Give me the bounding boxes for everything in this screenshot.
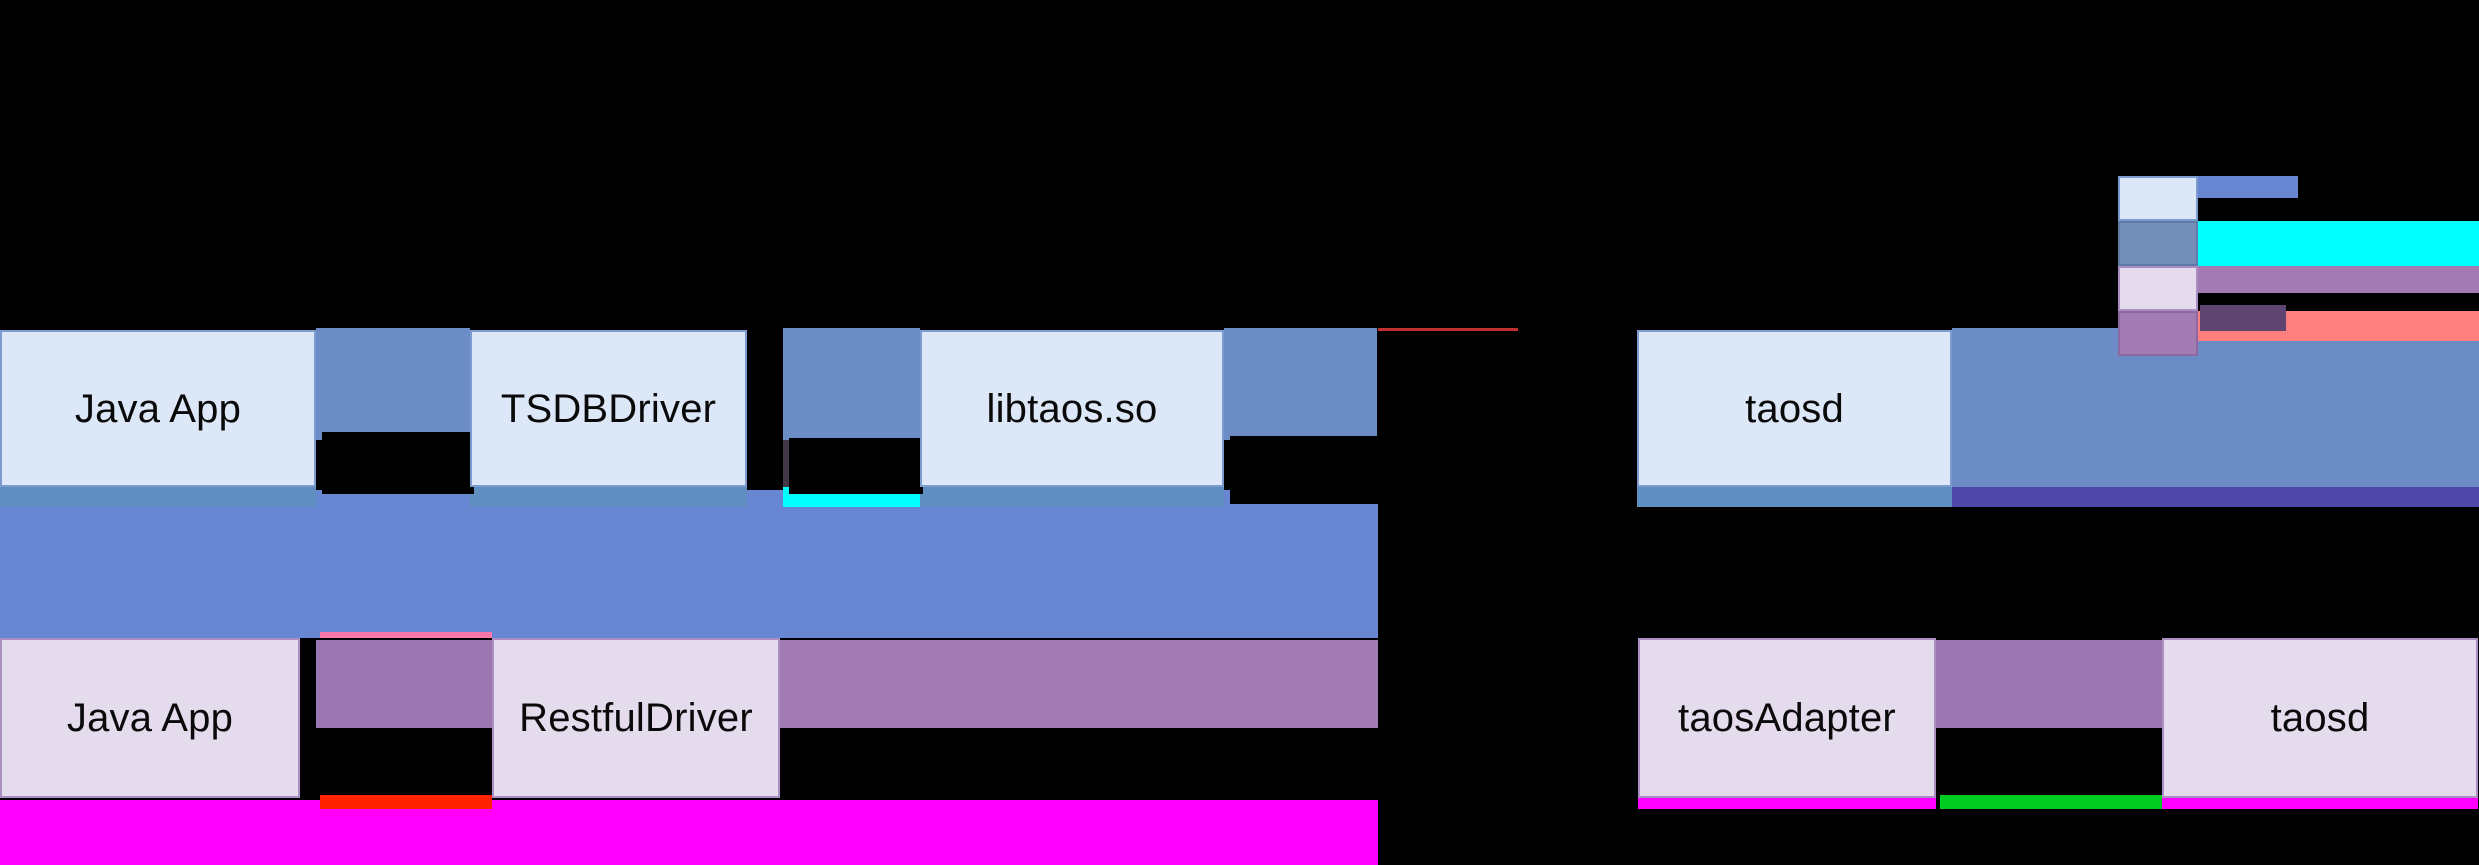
band-cornflower-main: [0, 490, 1378, 638]
java-app-rest[interactable]: Java App: [0, 638, 300, 798]
legend-item-rest-bar: [2198, 266, 2479, 293]
arrow-rest-driver-to-adapter: [786, 740, 1378, 794]
arrow-native-driver-to-lib: [789, 438, 923, 494]
band-steel-right-large: [1952, 328, 2479, 487]
legend-bar-darkplum: [2200, 305, 2286, 331]
taosd-rest-label: taosd: [2270, 696, 2370, 740]
band-orchid-mid: [1936, 640, 2162, 728]
taosd-native[interactable]: taosd: [1637, 330, 1952, 487]
band-orchid-left: [316, 640, 492, 728]
taosd-rest[interactable]: taosd: [2162, 638, 2478, 798]
taos-adapter[interactable]: taosAdapter: [1638, 638, 1936, 798]
band-indigo-right: [1952, 487, 2479, 507]
restfuldriver[interactable]: RestfulDriver: [492, 638, 780, 798]
java-app-native-label: Java App: [74, 386, 242, 431]
libtaos-so-label: libtaos.so: [986, 386, 1158, 431]
legend-item-server-swatch: [2118, 311, 2198, 356]
arrow-rest-app-to-driver: [322, 740, 492, 794]
legend-item-client-swatch: [2118, 176, 2198, 221]
java-app-native[interactable]: Java App: [0, 330, 316, 487]
band-magenta-main: [0, 800, 1378, 865]
legend-item-rest-swatch: [2118, 266, 2198, 311]
band-steel-right: [920, 487, 1224, 507]
band-red-thin-top: [1378, 328, 1518, 331]
band-red-notch: [320, 795, 492, 809]
band-steel-under-arrow-1: [316, 328, 470, 440]
tsdbdriver[interactable]: TSDBDriver: [470, 330, 747, 487]
band-green-notch: [1940, 795, 2162, 809]
band-steel-taosd: [1637, 487, 1952, 507]
band-steel-mid: [470, 487, 747, 507]
tsdbdriver-label: TSDBDriver: [500, 386, 717, 431]
java-app-rest-label: Java App: [66, 696, 234, 740]
arrow-native-lib-to-taosd: [1230, 436, 1380, 504]
legend-item-native-swatch: [2118, 221, 2198, 266]
band-magenta-taosd: [2162, 795, 2478, 809]
taosd-native-label: taosd: [1745, 386, 1844, 431]
legend-item-native-bar: [2198, 221, 2479, 266]
taos-adapter-label: taosAdapter: [1678, 696, 1896, 740]
legend-item-client-bar: [2198, 176, 2298, 198]
band-steel-under-arrow-2: [783, 328, 920, 440]
restfuldriver-label: RestfulDriver: [519, 696, 753, 740]
band-magenta-adapter: [1638, 795, 1936, 809]
legend-bar-steel-edge: [2100, 340, 2118, 358]
arrow-native-app-to-driver: [322, 432, 474, 494]
arrow-rest-adapter-to-taosd: [1940, 740, 2162, 794]
band-orchid-wide: [780, 640, 1378, 728]
libtaos-so[interactable]: libtaos.so: [920, 330, 1224, 487]
band-steel-under-arrow-3: [1224, 328, 1377, 440]
band-pink-thin: [320, 632, 492, 638]
band-steel-left: [0, 487, 316, 507]
